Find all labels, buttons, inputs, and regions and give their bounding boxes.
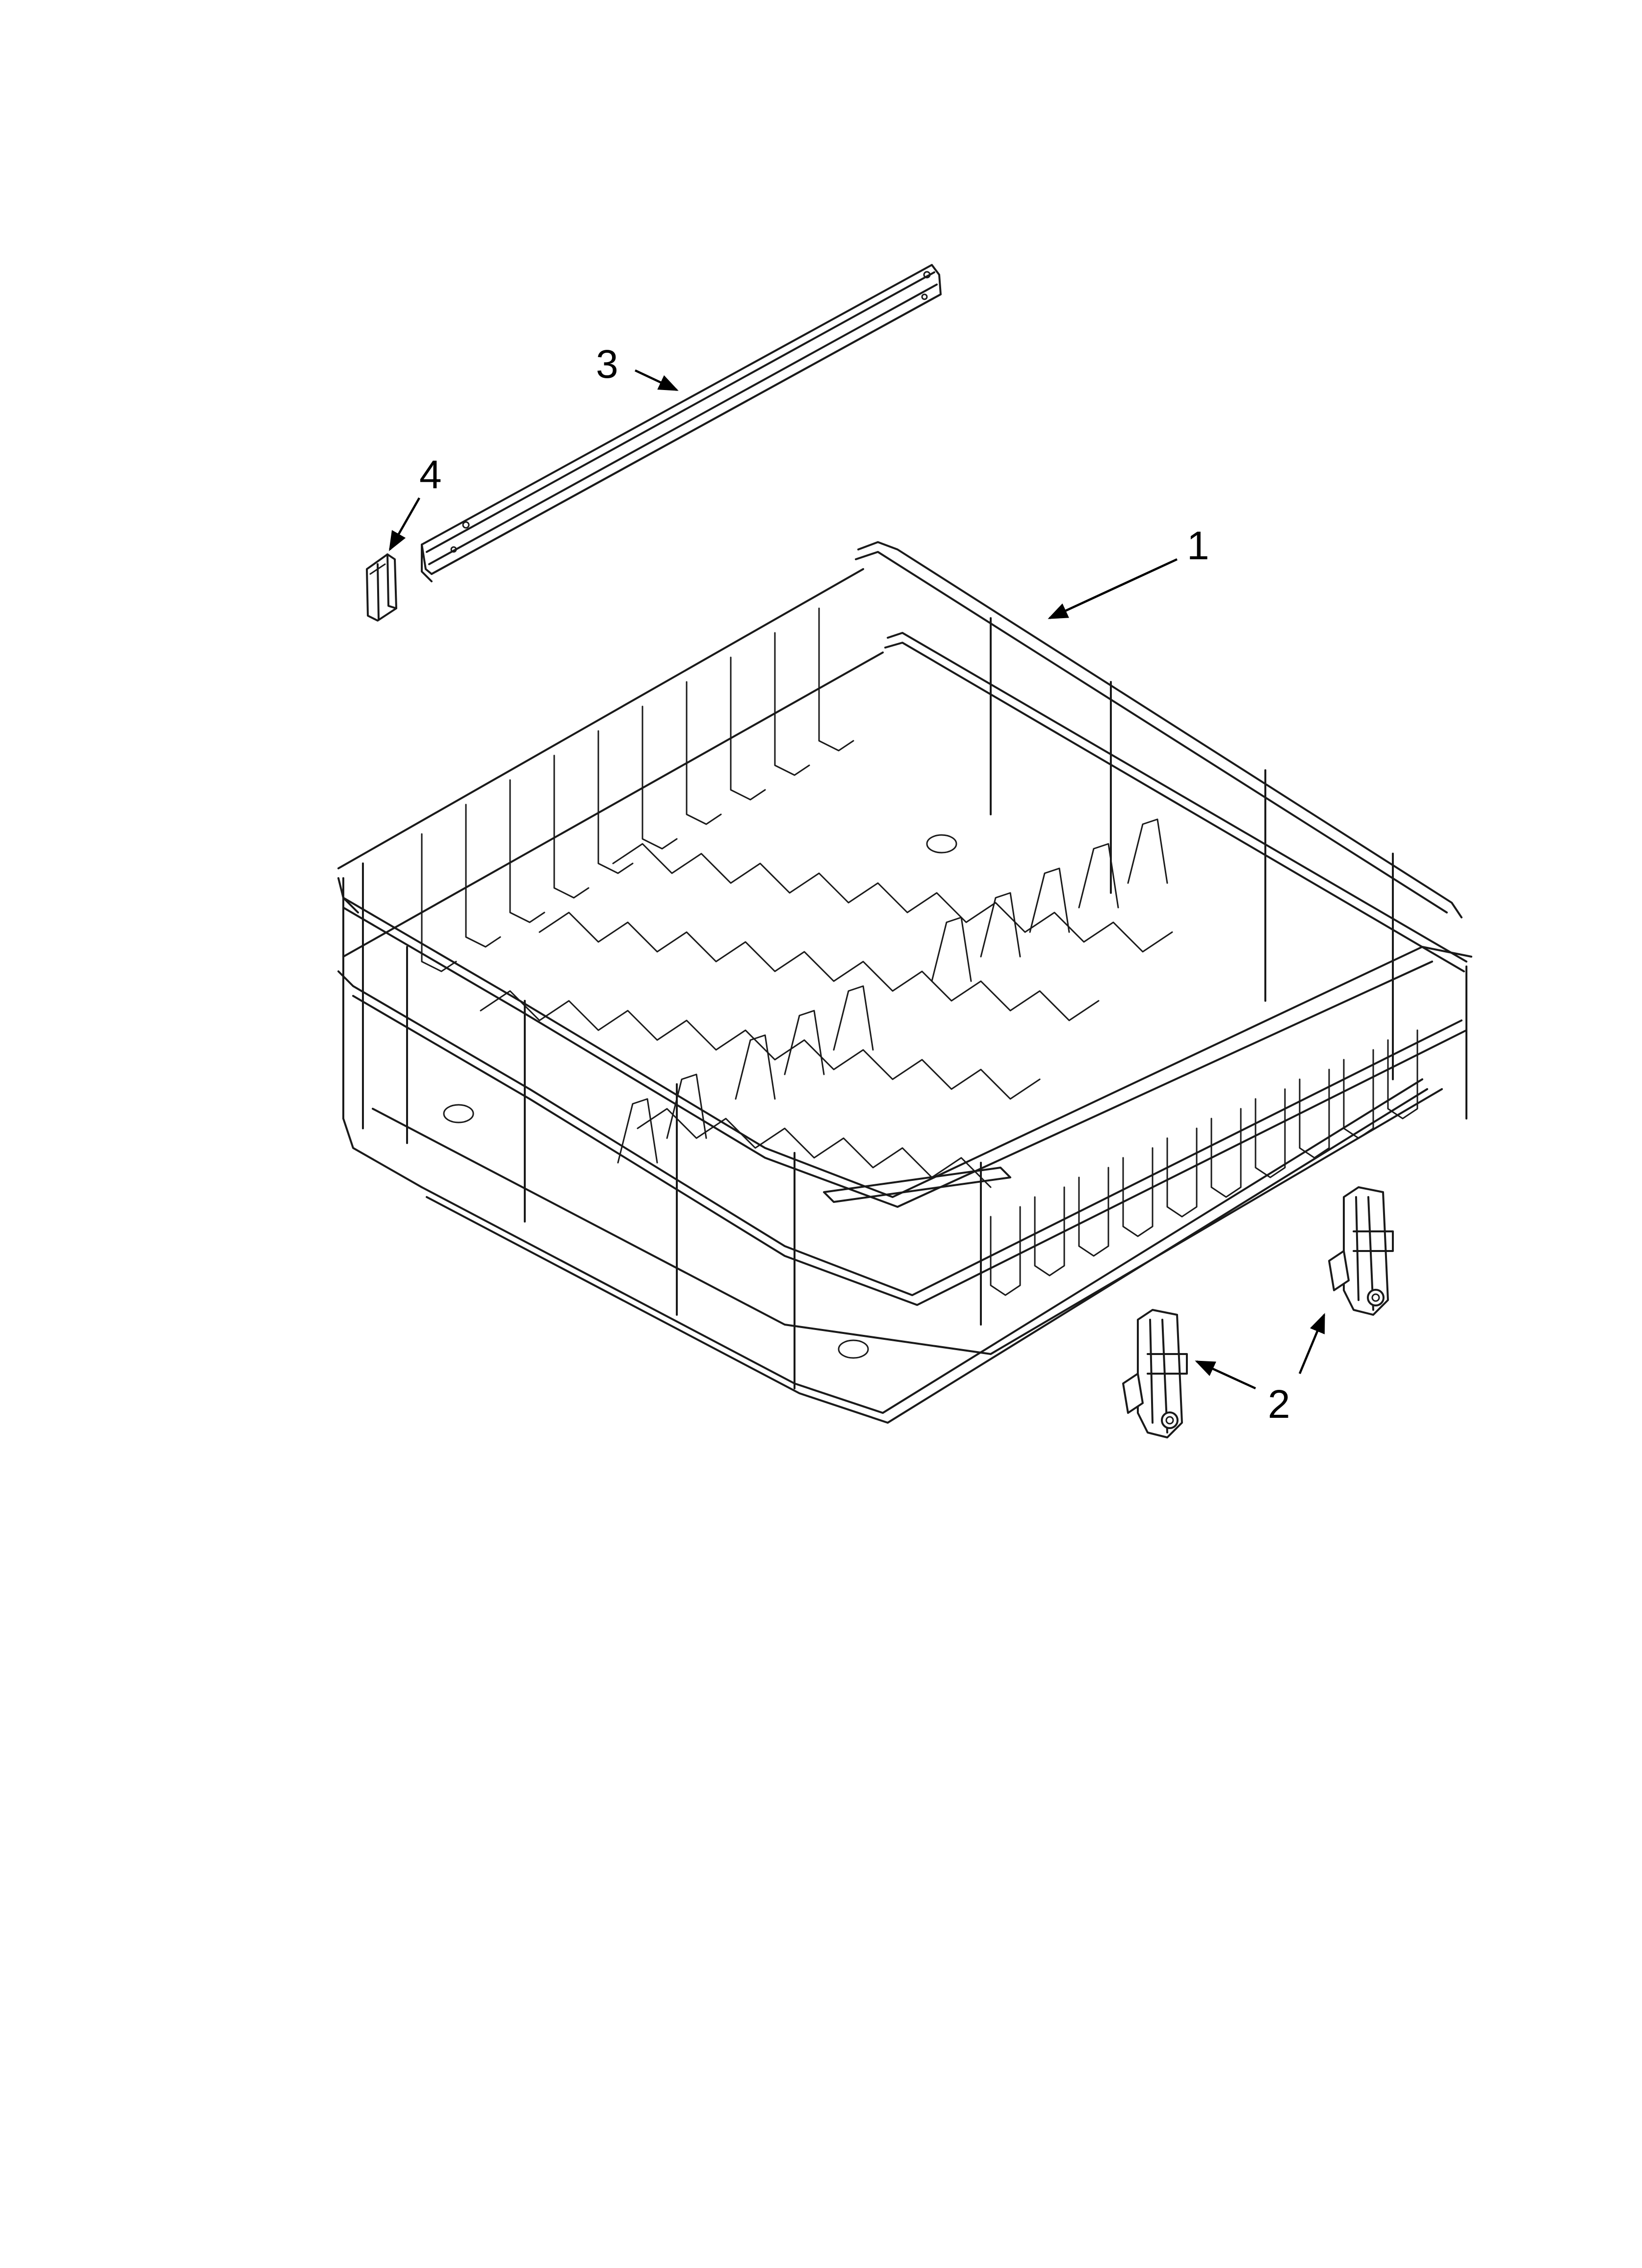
rack-rail-drawing xyxy=(421,264,942,582)
tine-row-back xyxy=(421,607,854,972)
leader-4 xyxy=(388,497,420,551)
rack-adjuster-back-drawing xyxy=(1328,1186,1394,1316)
callout-3-label: 3 xyxy=(596,342,618,387)
front-wire-loops xyxy=(990,1029,1418,1296)
callout-4-label: 4 xyxy=(419,452,442,497)
leader-3 xyxy=(635,369,679,391)
tine-row-middle xyxy=(480,843,1173,1188)
leader-2a xyxy=(1195,1360,1256,1390)
callout-1-label: 1 xyxy=(1187,523,1209,568)
leader-2b xyxy=(1298,1313,1326,1374)
leader-1 xyxy=(1048,558,1178,620)
rail-end-cap-drawing xyxy=(366,553,397,622)
callout-2-label: 2 xyxy=(1268,1382,1290,1427)
rack-adjuster-front-drawing xyxy=(1122,1309,1188,1438)
tine-row-folding xyxy=(617,818,1168,1164)
upper-dishrack-drawing xyxy=(337,541,1472,1424)
